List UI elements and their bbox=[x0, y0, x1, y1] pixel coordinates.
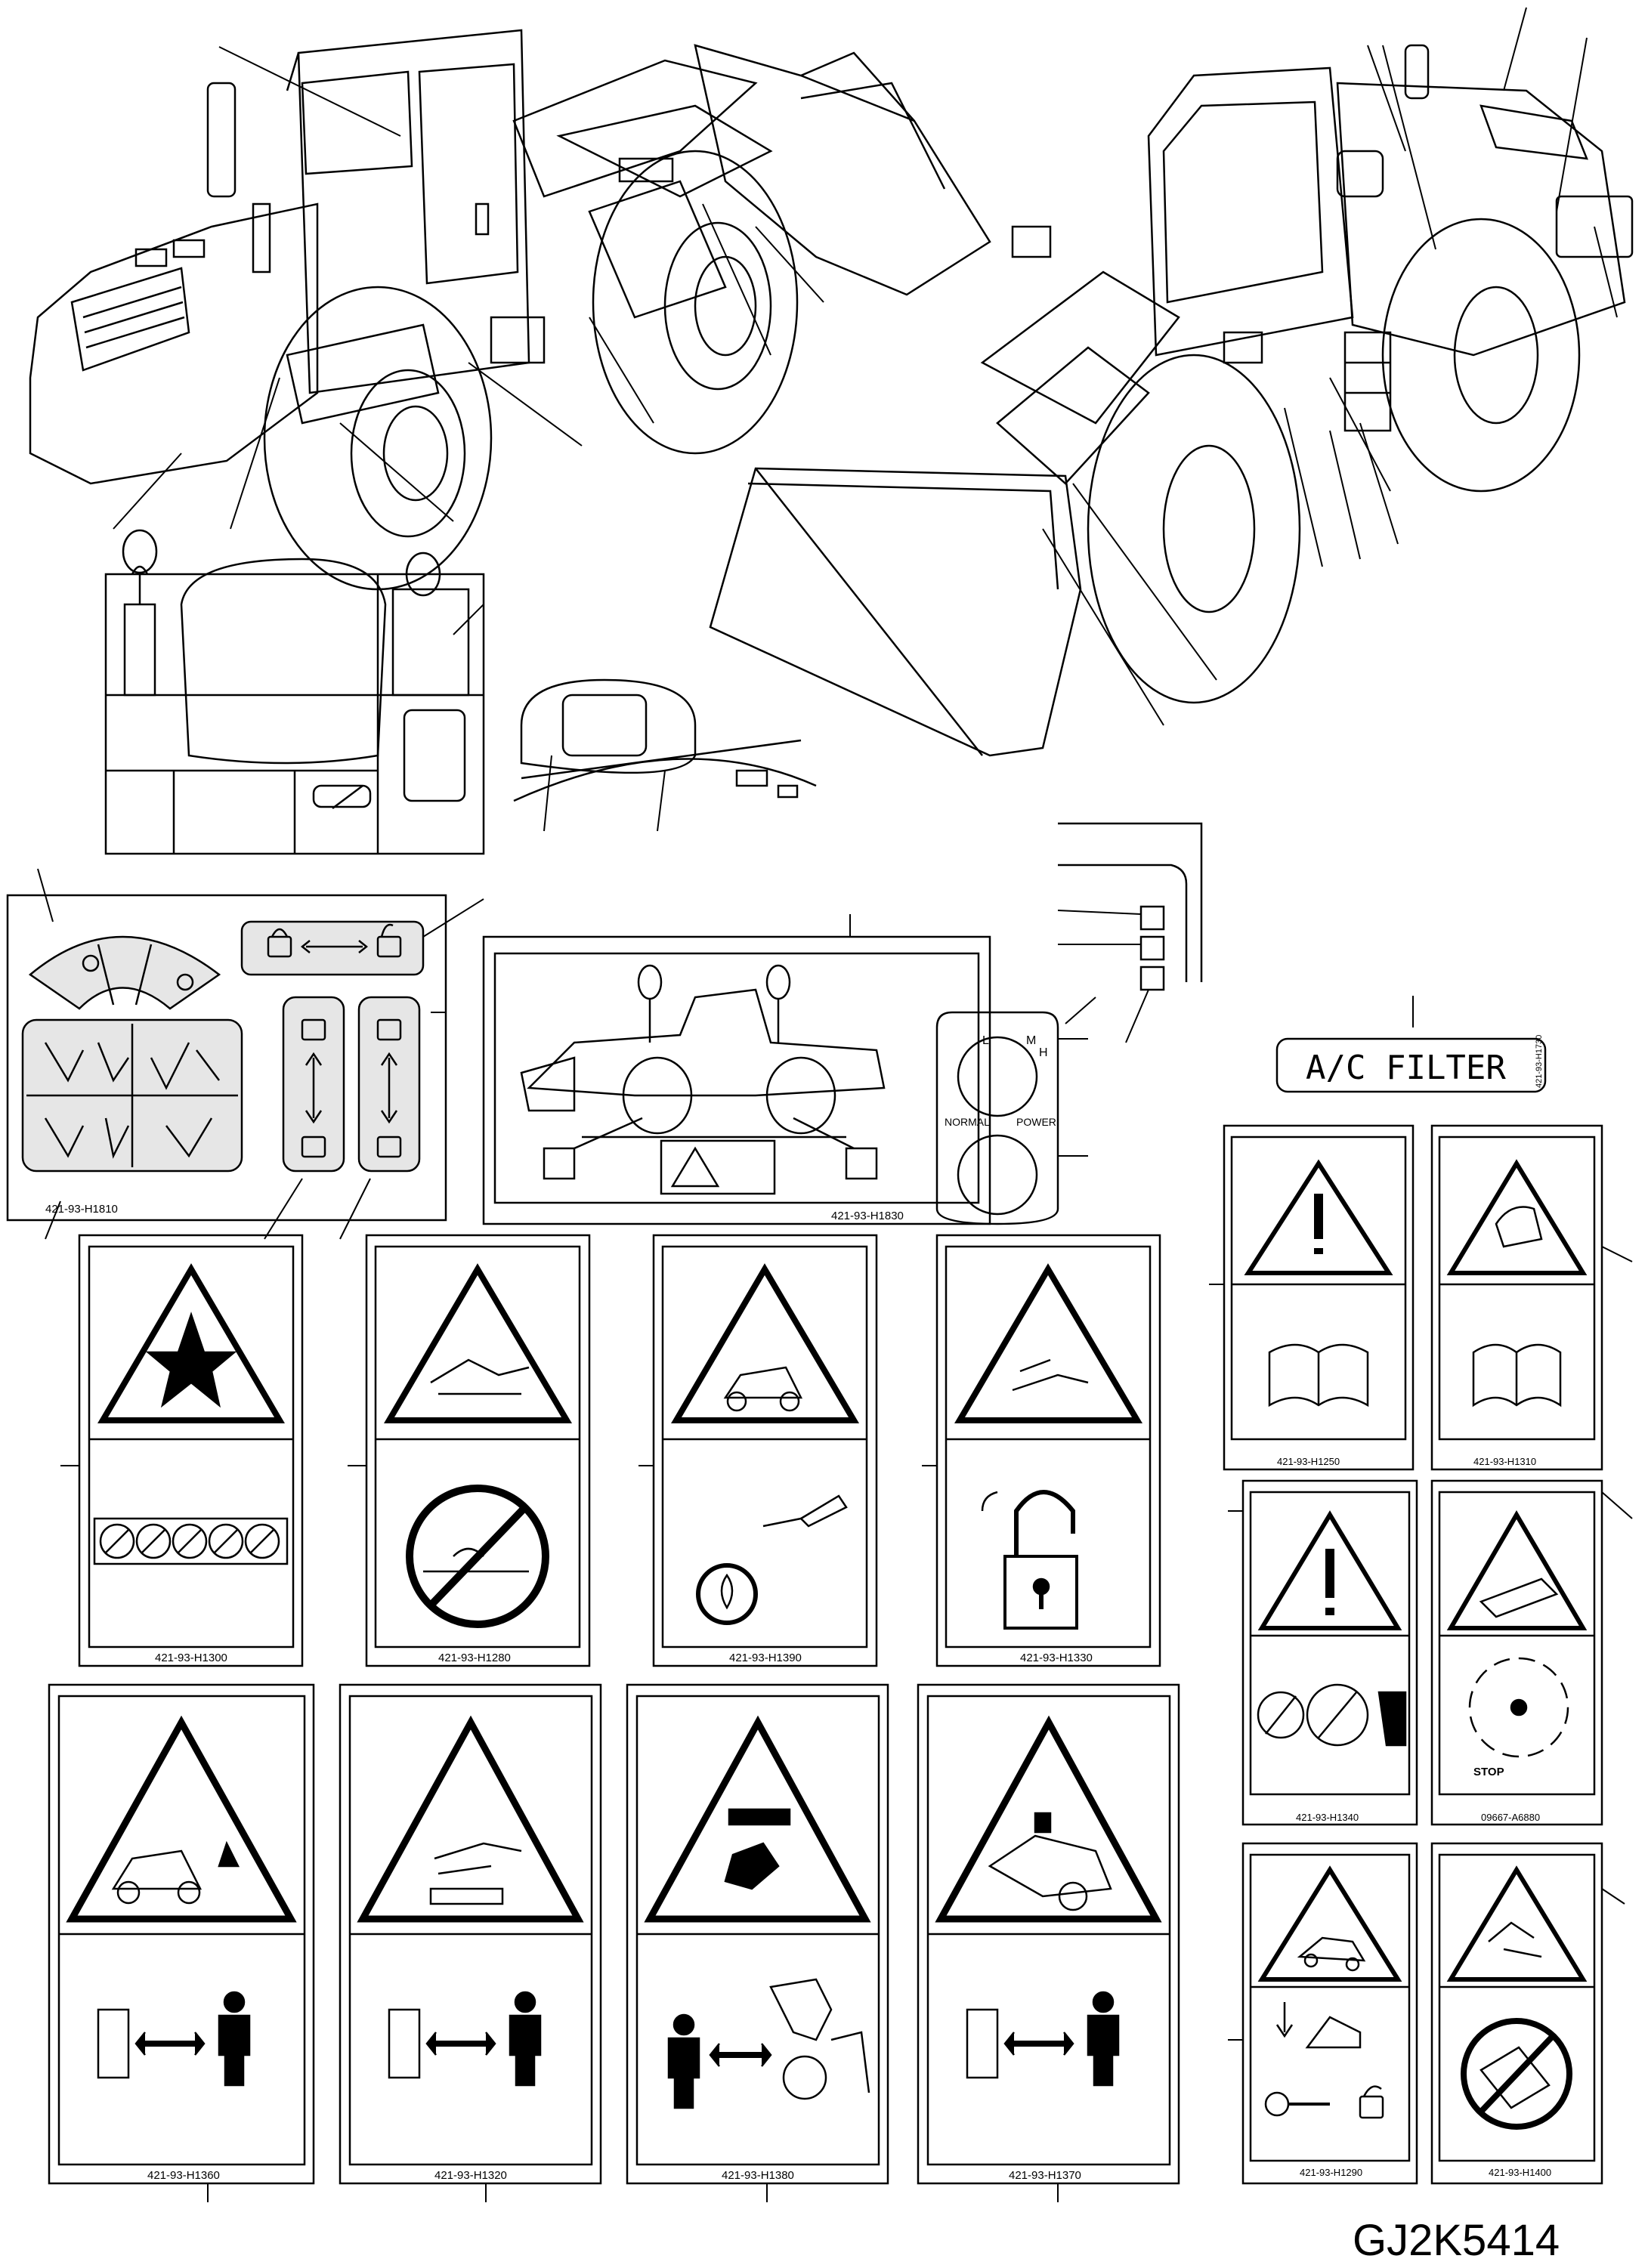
ac-filter-code: 421-93-H1730 bbox=[1535, 1035, 1544, 1088]
decal-h1310: 421-93-H1310 bbox=[1430, 1124, 1633, 1471]
decal-h1330-partno: 421-93-H1330 bbox=[1020, 1652, 1093, 1664]
wheel-loader-left-view bbox=[29, 29, 991, 591]
decal-h1830-partno: 421-93-H1830 bbox=[831, 1210, 904, 1222]
mode-label-m: M bbox=[1026, 1034, 1036, 1047]
stop-text: STOP bbox=[1473, 1766, 1504, 1778]
decal-h1810: 421-93-H1810 bbox=[6, 868, 484, 1240]
decal-h1390-partno: 421-93-H1390 bbox=[729, 1652, 802, 1664]
ac-filter-text: A/C FILTER bbox=[1306, 1049, 1506, 1087]
console-outline bbox=[1057, 822, 1203, 1043]
mode-switch-panel: L M H NORMAL POWER bbox=[935, 1011, 1088, 1225]
decal-h1340: 421-93-H1340 bbox=[1228, 1479, 1418, 1826]
decal-h1250: 421-93-H1250 bbox=[1209, 1124, 1415, 1471]
decal-h1340-partno: 421-93-H1340 bbox=[1296, 1812, 1359, 1823]
steering-dashboard bbox=[513, 678, 817, 832]
decal-h1830: 421-93-H1830 bbox=[482, 914, 991, 1225]
mode-label-l: L bbox=[982, 1034, 989, 1047]
mode-label-h: H bbox=[1039, 1046, 1048, 1059]
cab-interior-seat bbox=[104, 529, 485, 855]
decal-h1320-partno: 421-93-H1320 bbox=[434, 2169, 507, 2182]
decal-h1360: 421-93-H1360 bbox=[48, 1683, 315, 2202]
decal-h1290-partno: 421-93-H1290 bbox=[1300, 2167, 1362, 2178]
lock-icon-group bbox=[267, 923, 402, 1158]
decal-h1400-partno: 421-93-H1400 bbox=[1489, 2167, 1551, 2178]
drawing-id: GJ2K5414 bbox=[1353, 2216, 1560, 2265]
decal-h1280-partno: 421-93-H1280 bbox=[438, 1652, 511, 1664]
decal-h1300-partno: 421-93-H1300 bbox=[155, 1652, 227, 1664]
decal-h1330: 421-93-H1330 bbox=[922, 1234, 1161, 1667]
decal-h1360-partno: 421-93-H1360 bbox=[147, 2169, 220, 2182]
decal-a6880: STOP 09667-A6880 bbox=[1430, 1479, 1633, 1826]
decal-h1370: 421-93-H1370 bbox=[917, 1683, 1180, 2202]
mode-label-normal: NORMAL bbox=[945, 1116, 990, 1128]
decal-h1370-partno: 421-93-H1370 bbox=[1009, 2169, 1081, 2182]
mode-label-power: POWER bbox=[1016, 1116, 1056, 1128]
decal-h1400: 421-93-H1400 bbox=[1430, 1842, 1625, 2185]
decal-h1380-partno: 421-93-H1380 bbox=[722, 2169, 794, 2182]
decal-a6880-partno: 09667-A6880 bbox=[1481, 1812, 1540, 1823]
decal-h1290: 421-93-H1290 bbox=[1228, 1842, 1418, 2185]
decal-h1810-partno: 421-93-H1810 bbox=[45, 1203, 118, 1216]
decal-h1380: 421-93-H1380 bbox=[626, 1683, 889, 2202]
decal-h1280: 421-93-H1280 bbox=[348, 1234, 591, 1667]
decal-h1390: 421-93-H1390 bbox=[638, 1234, 878, 1667]
decal-h1300: 421-93-H1300 bbox=[60, 1234, 304, 1667]
wheel-loader-right-view bbox=[709, 7, 1634, 757]
decal-h1310-partno: 421-93-H1310 bbox=[1473, 1456, 1536, 1467]
decal-h1320: 421-93-H1320 bbox=[339, 1683, 602, 2202]
ac-filter-label: A/C FILTER 421-93-H1730 bbox=[1275, 996, 1547, 1093]
decal-h1250-partno: 421-93-H1250 bbox=[1277, 1456, 1340, 1467]
